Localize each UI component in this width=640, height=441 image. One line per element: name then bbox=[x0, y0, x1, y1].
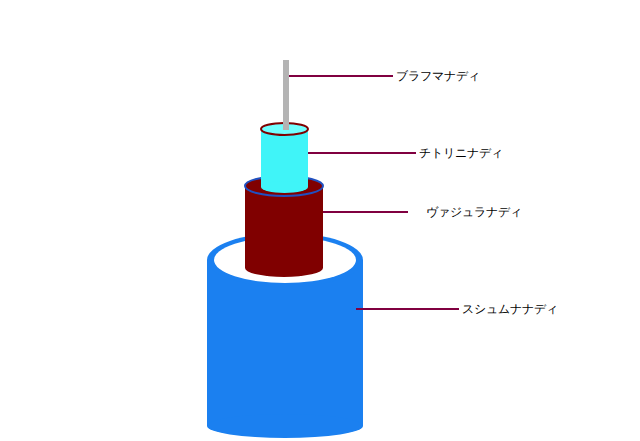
red-layer bbox=[245, 176, 323, 277]
outer-sheath bbox=[207, 233, 363, 438]
core-wire bbox=[283, 60, 289, 130]
leader-line bbox=[289, 75, 393, 77]
leader-line bbox=[308, 152, 416, 154]
part-label: チトリニナディ bbox=[419, 145, 503, 161]
cyan-layer bbox=[261, 123, 308, 193]
part-label: ブラフマナディ bbox=[396, 68, 480, 84]
leader-line bbox=[323, 211, 408, 213]
leader-lines bbox=[289, 76, 459, 309]
part-label: ヴァジュラナディ bbox=[426, 204, 522, 220]
part-label: スシュムナナディ bbox=[462, 301, 558, 317]
leader-line bbox=[356, 308, 459, 310]
